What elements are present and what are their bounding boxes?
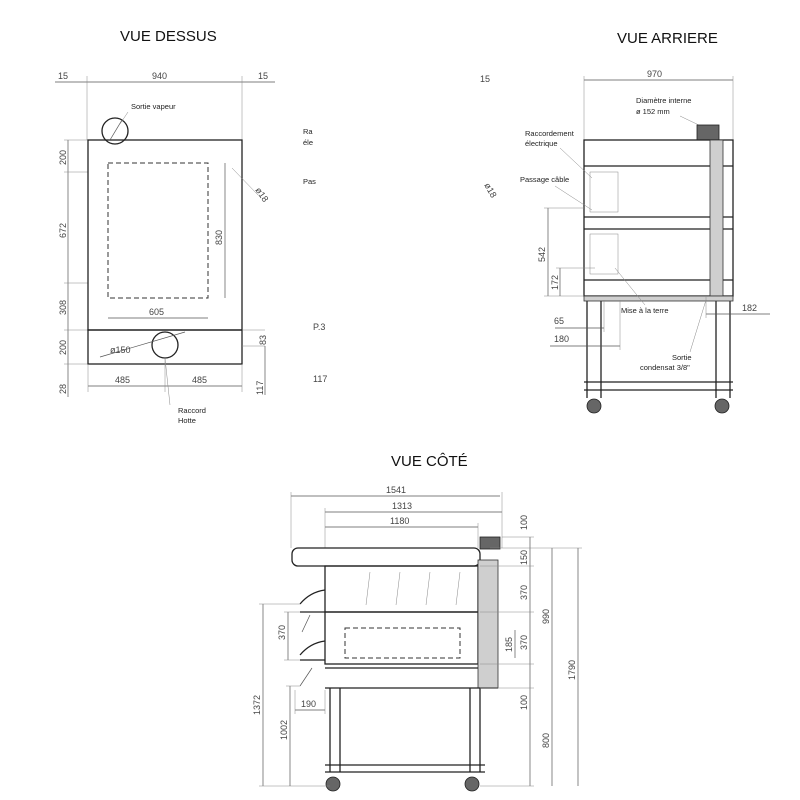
side-view: VUE CÔTÉ 1541 1313 1180 [252,453,582,792]
rear-wheel-right [714,398,730,414]
rear-dim-182: 182 [742,303,757,313]
rear-cond-label-1: Sortie [672,353,692,362]
rear-diam-label-1: Diamètre interne [636,96,691,105]
top-dim-940: 940 [152,71,167,81]
top-dim-200-b: 200 [58,340,68,355]
rear-cable-label: Passage câble [520,175,569,184]
rear-view-title: VUE ARRIERE [617,30,718,47]
rear-wheel-left [586,398,602,414]
side-view-title: VUE CÔTÉ [391,453,468,470]
rear-chimney [696,124,720,141]
side-chimney [479,536,501,550]
svg-text:117: 117 [313,374,327,384]
rear-dim-d18: ø18 [482,181,498,199]
svg-text:Ra: Ra [303,127,313,136]
hood-label-line1: Raccord [178,406,206,415]
side-dim-370-c: 370 [519,635,529,650]
top-dim-485-left: 485 [115,375,130,385]
rear-dim-970: 970 [647,69,662,79]
svg-text:P.3: P.3 [313,322,325,332]
hood-connection-symbol [151,331,179,359]
side-dim-990: 990 [541,609,551,624]
rear-dim-65: 65 [554,316,564,326]
hood-label-line2: Hotte [178,416,196,425]
rear-earth-label: Mise à la terre [621,306,669,315]
top-dim-830: 830 [214,230,224,245]
rear-dim-172: 172 [550,275,560,290]
top-view: VUE DESSUS 15 940 15 200 672 308 200 28 … [55,28,327,425]
steam-outlet-symbol [101,117,129,145]
side-rear-flue [477,559,499,689]
top-dim-d150: ø150 [110,345,131,355]
top-chamber-outline [107,162,209,299]
top-dim-308: 308 [58,300,68,315]
side-dim-150: 150 [519,550,529,565]
side-dim-100-b: 100 [519,695,529,710]
top-dim-28: 28 [58,384,68,394]
top-dim-15-left: 15 [58,71,68,81]
svg-text:Pas: Pas [303,177,316,186]
top-dim-605: 605 [149,307,164,317]
side-dim-1002: 1002 [279,720,289,740]
rear-dim-180: 180 [554,334,569,344]
side-wheel-right [464,776,480,792]
rear-view: VUE ARRIERE 15 970 Diamètre interne ø 15… [480,30,770,414]
rear-elec-label-1: Raccordement [525,129,575,138]
side-hood [291,547,481,567]
rear-diam-label-2: ø 152 mm [636,107,670,116]
side-dim-1313: 1313 [392,501,412,511]
rear-cond-label-2: condensat 3/8" [640,363,690,372]
side-upper-deck [324,565,479,613]
side-dim-1180: 1180 [390,516,409,526]
side-dim-800: 800 [541,733,551,748]
top-dim-d18: ø18 [253,185,270,203]
rear-elec-label-2: électrique [525,139,558,148]
rear-flue [709,139,724,297]
top-dim-117: 117 [255,381,265,395]
side-lower-deck [324,611,479,665]
side-dim-370-a: 370 [519,585,529,600]
top-dim-485-right: 485 [192,375,207,385]
side-wheel-left [325,776,341,792]
top-dim-83: 83 [258,335,268,345]
top-dim-15-right: 15 [258,71,268,81]
svg-text:éle: éle [303,138,313,147]
rear-dim-542: 542 [537,247,547,262]
top-dim-200-a: 200 [58,150,68,165]
steam-outlet-label: Sortie vapeur [131,102,176,111]
side-dim-185: 185 [504,637,514,652]
side-dim-190: 190 [301,699,316,709]
side-chamber-outline [344,627,461,659]
side-dim-1372: 1372 [252,695,262,715]
rear-dim-15: 15 [480,74,490,84]
side-dim-370-b: 370 [277,625,287,640]
side-dim-1541: 1541 [386,485,406,495]
side-dim-100-a: 100 [519,515,529,530]
top-dim-672: 672 [58,223,68,238]
side-dim-1790: 1790 [567,660,577,680]
top-view-title: VUE DESSUS [120,28,217,45]
